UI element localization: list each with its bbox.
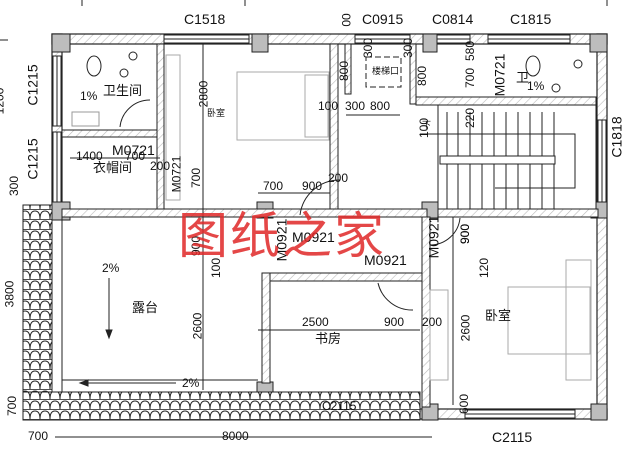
dimension-label: 2500 [302, 315, 329, 329]
dimension-label: 220 [463, 107, 478, 129]
dimension-label: 700 [189, 167, 204, 189]
window-label: C1215 [24, 64, 41, 106]
door-label: M0921 [292, 229, 335, 245]
stair-direction-label: 下 [422, 121, 432, 131]
room-label-bathroom: 卫 [516, 71, 530, 86]
dimension-label: 00 [339, 13, 354, 27]
dimension-label: 200 [328, 171, 349, 185]
room-label-bathroom: 卫生间 [103, 84, 143, 99]
dimension-label: 1400 [76, 149, 103, 163]
door-label: M0721 [491, 53, 508, 97]
door-label: M0921 [425, 215, 442, 259]
window-label: C2115 [322, 399, 357, 413]
door-label: M0721 [112, 142, 155, 158]
room-label-closet: 衣帽间 [93, 161, 133, 176]
window-label: C2115 [492, 429, 533, 445]
dimension-label: 900 [302, 179, 323, 193]
dimension-label: 700 [125, 149, 146, 163]
dimension-label: 900 [458, 223, 473, 245]
dimension-label: 8000 [222, 429, 249, 443]
dimension-label: 200 [150, 159, 171, 173]
terrace-tile-border [22, 204, 421, 421]
windows [52, 34, 607, 419]
dimension-label: 3800 [2, 280, 17, 308]
dimension-label: 580 [463, 40, 478, 62]
door-label: M0921 [364, 252, 407, 268]
dimension-label: 300 [401, 37, 416, 59]
fixture-label: 楼梯口 [372, 67, 400, 77]
axis-ticks [0, 0, 608, 41]
slope-label: 1% [80, 89, 98, 103]
dimension-label: 700 [263, 179, 284, 193]
room-label-terrace: 露台 [132, 301, 159, 316]
dimension-label: 2600 [190, 312, 205, 340]
window-label: C1815 [510, 11, 552, 27]
room-label-study: 书房 [315, 332, 342, 347]
dimension-label: 1200 [0, 87, 7, 115]
slope-label: 2% [182, 376, 200, 390]
dimension-label: 800 [370, 99, 391, 113]
dimension-label: 900 [384, 315, 405, 329]
furniture [165, 54, 592, 381]
window-label: C0814 [432, 11, 474, 27]
slope-arrows [78, 278, 176, 387]
window-label: C1818 [608, 116, 625, 158]
door-swings [119, 99, 461, 311]
slope-label: 2% [102, 261, 120, 275]
dimension-label: 700 [5, 395, 20, 417]
fixtures [71, 51, 583, 127]
dimension-label: 700 [28, 429, 49, 443]
dimension-label: 800 [415, 65, 430, 87]
stairs [420, 104, 597, 210]
slope-label: 1% [527, 79, 545, 93]
dimension-label: 700 [463, 67, 478, 89]
dimension-label: 2600 [458, 314, 473, 342]
window-label: C1518 [184, 11, 226, 27]
window-label: C0915 [362, 11, 404, 27]
dimension-label: 200 [422, 315, 443, 329]
room-label-bedroom: 卧室 [207, 109, 226, 119]
watermark: 图纸之家 [178, 207, 386, 265]
window-label: C1215 [24, 138, 41, 180]
dimension-label: 600 [457, 393, 472, 415]
dimension-label: 300 [7, 175, 22, 197]
columns [51, 33, 608, 421]
dimension-label: 2800 [196, 80, 211, 108]
dimension-label: 300 [345, 99, 366, 113]
dimension-label: 120 [477, 257, 492, 279]
interior-walls [61, 43, 599, 408]
dimension-lines [55, 44, 454, 438]
door-label: M0721 [169, 155, 184, 193]
dimension-label: 100 [318, 99, 339, 113]
room-label-bedroom: 卧室 [485, 309, 512, 324]
dimension-label: 800 [337, 60, 352, 82]
dimension-label: 300 [361, 37, 376, 59]
